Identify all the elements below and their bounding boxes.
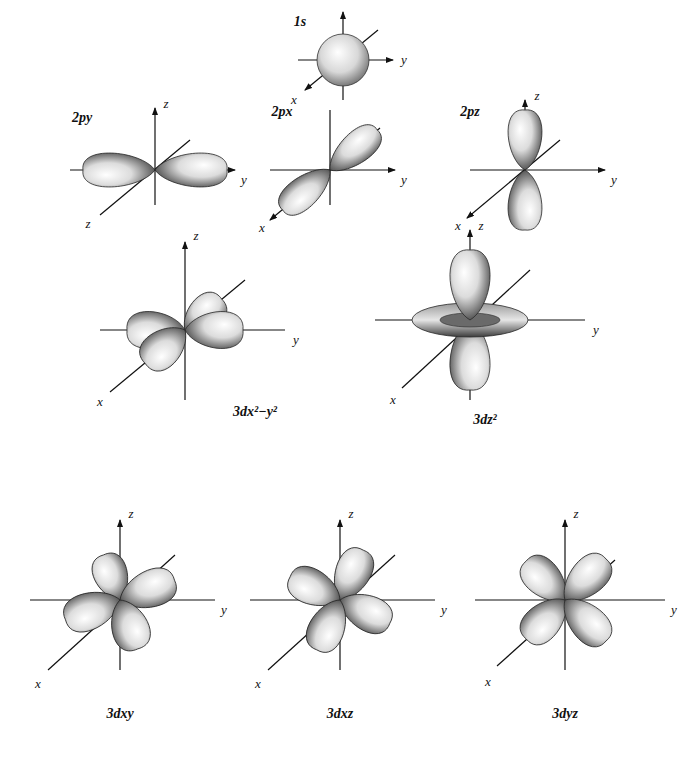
axis-label: z	[127, 507, 134, 521]
axis-label: z	[477, 219, 484, 233]
orbital-label: 3dz²	[472, 412, 498, 427]
axis-label: x	[254, 677, 262, 691]
orbital-label: 2pz	[459, 104, 480, 119]
orbital-lobe	[155, 153, 227, 187]
orbital-figure	[70, 108, 235, 215]
orbital-label: 3dxz	[326, 706, 354, 721]
axis-label: y	[400, 53, 408, 67]
axis-label: y	[610, 173, 618, 187]
axis-label: x	[389, 393, 397, 407]
axis-label: y	[592, 323, 600, 337]
orbital-label: 3dxy	[105, 706, 134, 721]
orbital-lobe	[103, 594, 156, 656]
axis-label: z	[162, 97, 169, 111]
orbital-label: 3dyz	[551, 706, 579, 721]
orbital-label: 2px	[271, 104, 294, 119]
axis-line	[470, 169, 605, 170]
orbital-lobe	[508, 170, 542, 230]
axis-label: x	[454, 219, 462, 233]
axis-label: x	[484, 675, 492, 689]
axis-label: y	[670, 603, 678, 617]
orbital-figure	[467, 100, 605, 230]
orbital-figure	[100, 242, 285, 400]
axis-label: y	[240, 173, 248, 187]
axis-label: z	[572, 507, 579, 521]
orbital-label: 1s	[293, 14, 307, 29]
axis-label: z	[192, 229, 199, 243]
orbital-label: 3dx²−y²	[232, 404, 278, 419]
orbital-figure	[298, 12, 393, 100]
orbital-figure	[375, 230, 585, 400]
orbital-lobe	[185, 311, 243, 348]
axis-line	[329, 110, 330, 205]
orbital-figure	[475, 520, 665, 670]
axis-line	[154, 108, 155, 205]
axis-label: y	[220, 603, 228, 617]
axis-label: z	[84, 217, 91, 231]
orbital-lobe	[450, 250, 490, 320]
orbital-figure	[250, 520, 435, 670]
orbital-label: 2py	[71, 110, 93, 125]
axis-label: x	[34, 677, 42, 691]
axis-label: y	[400, 173, 408, 187]
orbital-sphere	[317, 34, 369, 86]
axis-line	[305, 30, 378, 90]
orbital-lobe	[272, 158, 339, 222]
axis-label: z	[533, 89, 540, 103]
axis-line	[110, 280, 245, 392]
orbital-lobe	[133, 316, 197, 378]
orbital-lobe	[301, 593, 356, 658]
orbital-lobe	[83, 153, 155, 187]
orbital-lobe	[552, 587, 618, 653]
axis-label: y	[292, 333, 300, 347]
orbital-figure	[30, 520, 215, 670]
axis-label: x	[258, 221, 266, 235]
orbital-lobe	[508, 110, 542, 170]
axis-label: x	[96, 395, 104, 409]
orbital-figure	[270, 110, 395, 222]
axis-label: y	[440, 603, 448, 617]
axis-label: z	[347, 507, 354, 521]
